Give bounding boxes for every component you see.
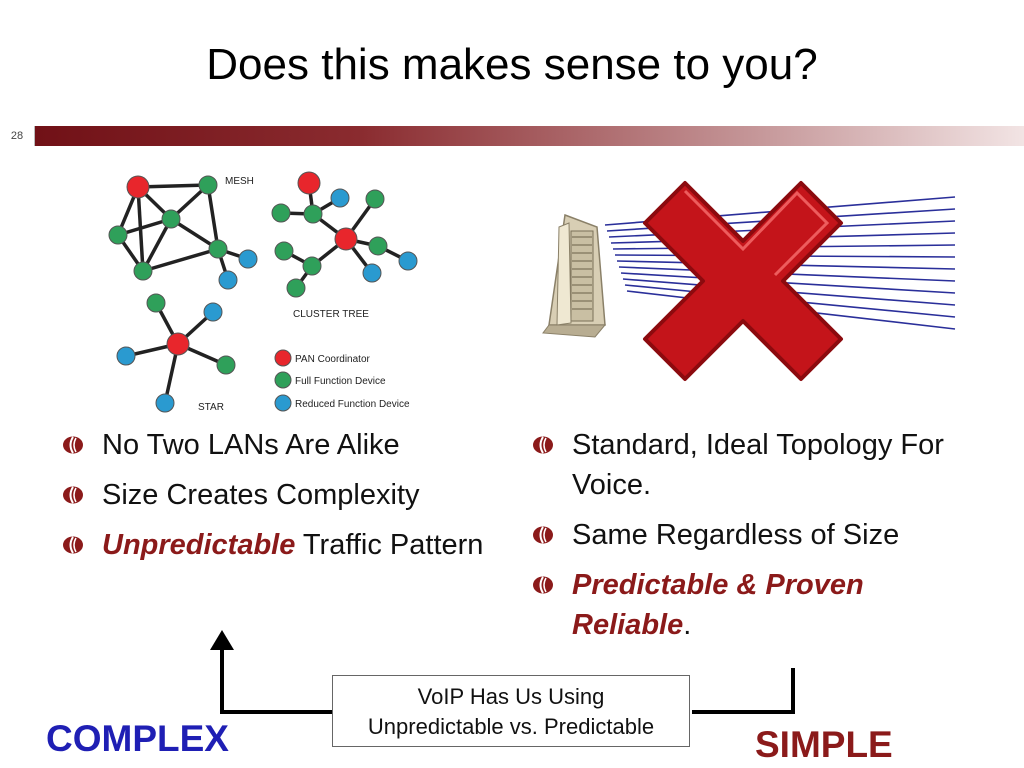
arrow-head-icon (210, 630, 234, 650)
title-divider-bar (0, 126, 1024, 146)
left-bullet-list: No Two LANs Are Alike Size Creates Compl… (62, 425, 502, 575)
list-item: Same Regardless of Size (532, 515, 972, 555)
legend-full-function-device: Full Function Device (295, 376, 386, 387)
list-item: Size Creates Complexity (62, 475, 502, 515)
bullet-icon (63, 536, 83, 554)
list-item: No Two LANs Are Alike (62, 425, 502, 465)
bullet-icon (533, 526, 553, 544)
bullet-text: Standard, Ideal Topology For Voice. (572, 429, 944, 501)
connector-svg (542, 181, 956, 381)
list-item: Unpredictable Traffic Pattern (62, 525, 502, 565)
bullet-text: No Two LANs Are Alike (102, 429, 400, 461)
bullet-icon (63, 436, 83, 454)
list-item: Predictable & Proven Reliable. (532, 565, 972, 645)
slide-title: Does this makes sense to you? (206, 40, 818, 89)
network-topology-image: MESH CLUSTER TREE STAR PAN Coordinator F… (103, 167, 428, 422)
legend-reduced-function-device: Reduced Function Device (295, 399, 410, 410)
bullet-text: Same Regardless of Size (572, 519, 900, 551)
mesh-label: MESH (225, 176, 254, 187)
right-bullet-list: Standard, Ideal Topology For Voice. Same… (532, 425, 972, 655)
simple-label: SIMPLE (755, 724, 893, 765)
red-x-icon (643, 181, 843, 381)
caption-line-2: Unpredictable vs. Predictable (367, 714, 655, 739)
bullet-text: Size Creates Complexity (102, 479, 420, 511)
topology-svg: MESH CLUSTER TREE STAR PAN Coordinator F… (108, 171, 418, 413)
bullet-emphasis-text: Predictable & Proven Reliable (572, 569, 864, 641)
bullet-text: Traffic Pattern (295, 529, 484, 561)
center-caption-box: VoIP Has Us Using Unpredictable vs. Pred… (332, 675, 690, 747)
punch-block-cross-image (535, 175, 960, 405)
bullet-emphasis-text: Unpredictable (102, 529, 296, 561)
complex-label: COMPLEX (46, 718, 229, 759)
bullet-icon (533, 436, 553, 454)
bullet-icon (63, 486, 83, 504)
connector-block (542, 213, 607, 338)
caption-line-1: VoIP Has Us Using (417, 684, 605, 709)
star-label: STAR (198, 402, 224, 413)
slide-number: 28 (0, 126, 35, 146)
bullet-icon (533, 576, 553, 594)
bullet-text: . (683, 609, 692, 641)
cluster-tree-label: CLUSTER TREE (293, 309, 369, 320)
list-item: Standard, Ideal Topology For Voice. (532, 425, 972, 505)
legend-pan-coordinator: PAN Coordinator (295, 354, 371, 365)
